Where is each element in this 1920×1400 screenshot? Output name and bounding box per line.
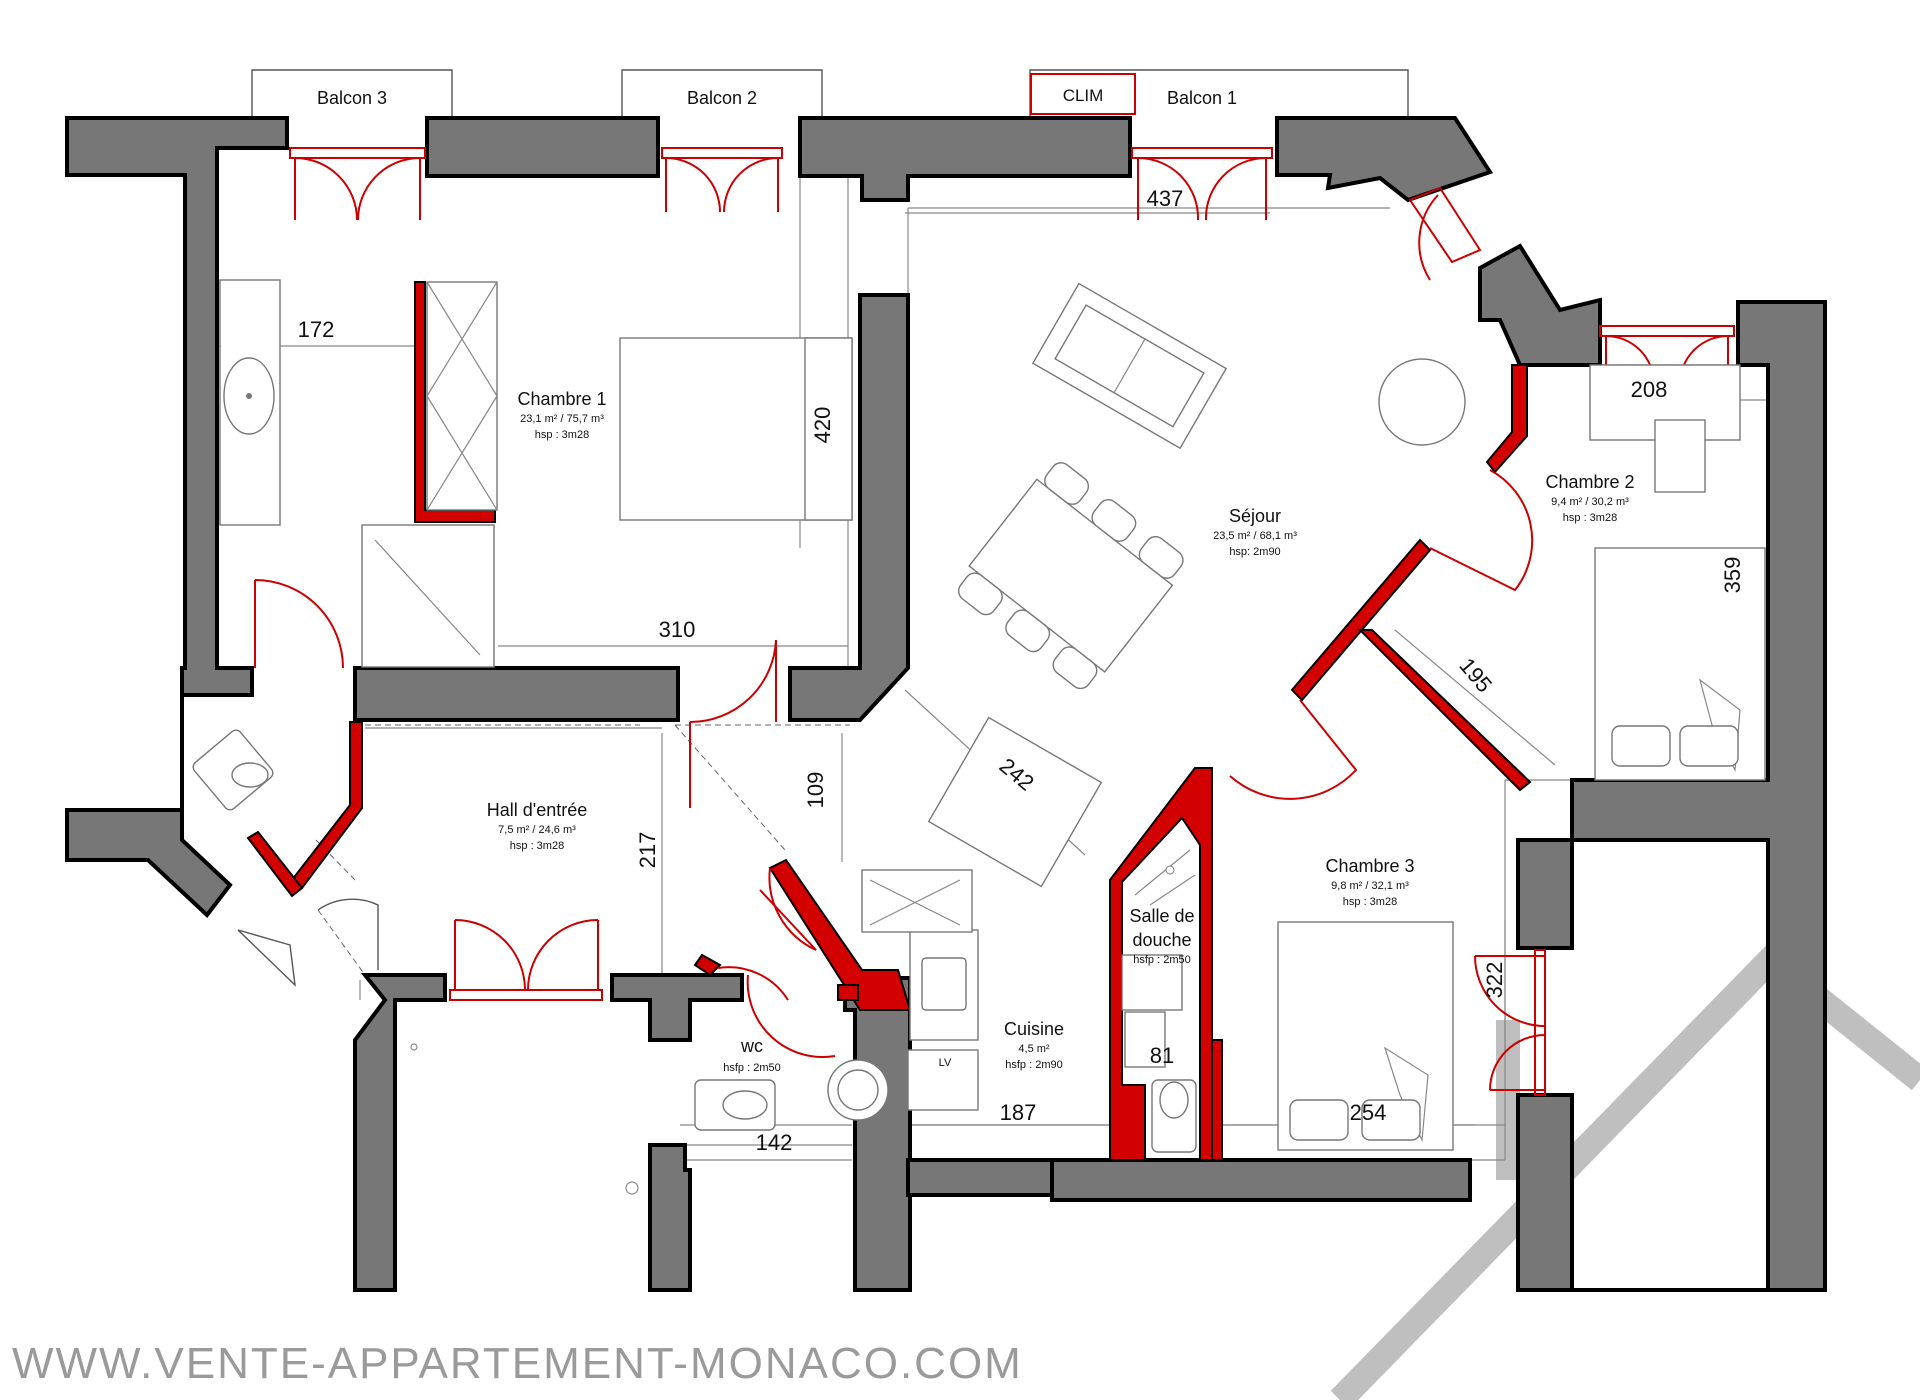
dining-set	[957, 462, 1184, 690]
wc-name: wc	[740, 1036, 763, 1056]
cuisine-name: Cuisine	[1004, 1019, 1064, 1039]
cuisine-area: 4,5 m²	[1018, 1043, 1050, 1055]
dim-437: 437	[1147, 186, 1184, 211]
chair-ch2	[1654, 419, 1706, 493]
dim-109: 109	[803, 772, 828, 809]
red-partitions	[246, 281, 1532, 1161]
wc-height: hsfp : 2m50	[723, 1062, 780, 1074]
sejour-area: 23,5 m² / 68,1 m³	[1213, 530, 1297, 542]
chambre1-height: hsp : 3m28	[535, 429, 589, 441]
cuisine-height: hsfp : 2m90	[1005, 1059, 1062, 1071]
balcon-2-label: Balcon 2	[687, 88, 757, 108]
shower-douche	[1121, 954, 1183, 1011]
room-labels: Chambre 1 23,1 m² / 75,7 m³ hsp : 3m28 S…	[487, 389, 1635, 1074]
chambre2-area: 9,4 m² / 30,2 m³	[1551, 496, 1629, 508]
chambre1-area: 23,1 m² / 75,7 m³	[520, 413, 604, 425]
balcon-3-label: Balcon 3	[317, 88, 387, 108]
dim-310: 310	[659, 617, 696, 642]
doors	[237, 469, 1534, 1059]
furniture	[192, 279, 1766, 1153]
balconies: Balcon 3 Balcon 2 Balcon 1 CLIM	[251, 69, 1409, 122]
chambre3-area: 9,8 m² / 32,1 m³	[1331, 880, 1409, 892]
round-table	[1378, 358, 1466, 446]
dim-142: 142	[756, 1130, 793, 1155]
wardrobe	[426, 281, 498, 511]
dim-322: 322	[1482, 962, 1507, 999]
chambre2-name: Chambre 2	[1545, 472, 1634, 492]
hall-height: hsp : 3m28	[510, 840, 564, 852]
douche-name-1: Salle de	[1129, 906, 1194, 926]
clim-label: CLIM	[1063, 86, 1104, 105]
coffee-table	[927, 716, 1103, 888]
sejour-name: Séjour	[1229, 506, 1281, 526]
dim-359: 359	[1720, 557, 1745, 594]
chambre3-name: Chambre 3	[1325, 856, 1414, 876]
clim-box	[1030, 73, 1136, 115]
douche-name-2: douche	[1132, 930, 1191, 950]
dim-217: 217	[635, 832, 660, 869]
pipe-markers	[410, 1043, 639, 1195]
website-watermark: WWW.VENTE-APPARTEMENT-MONACO.COM	[12, 1339, 1023, 1388]
shower-ch1	[361, 524, 495, 668]
windows	[289, 147, 1735, 1096]
dim-187: 187	[1000, 1100, 1037, 1125]
dim-81: 81	[1150, 1043, 1174, 1068]
sejour-height: hsp: 2m90	[1229, 546, 1280, 558]
douche-height: hsfp : 2m50	[1133, 954, 1190, 966]
sofa	[1031, 282, 1228, 450]
hall-name: Hall d'entrée	[487, 800, 588, 820]
cuisine-lv: LV	[939, 1057, 952, 1069]
chambre1-name: Chambre 1	[517, 389, 606, 409]
chambre3-height: hsp : 3m28	[1343, 896, 1397, 908]
dim-208: 208	[1631, 377, 1668, 402]
balcon-1-label: Balcon 1	[1167, 88, 1237, 108]
walls	[65, 116, 1827, 1292]
dim-420: 420	[810, 407, 835, 444]
dim-254: 254	[1350, 1100, 1387, 1125]
chambre2-height: hsp : 3m28	[1563, 512, 1617, 524]
dim-172: 172	[298, 317, 335, 342]
hall-area: 7,5 m² / 24,6 m³	[498, 824, 576, 836]
dim-195: 195	[1454, 653, 1497, 697]
